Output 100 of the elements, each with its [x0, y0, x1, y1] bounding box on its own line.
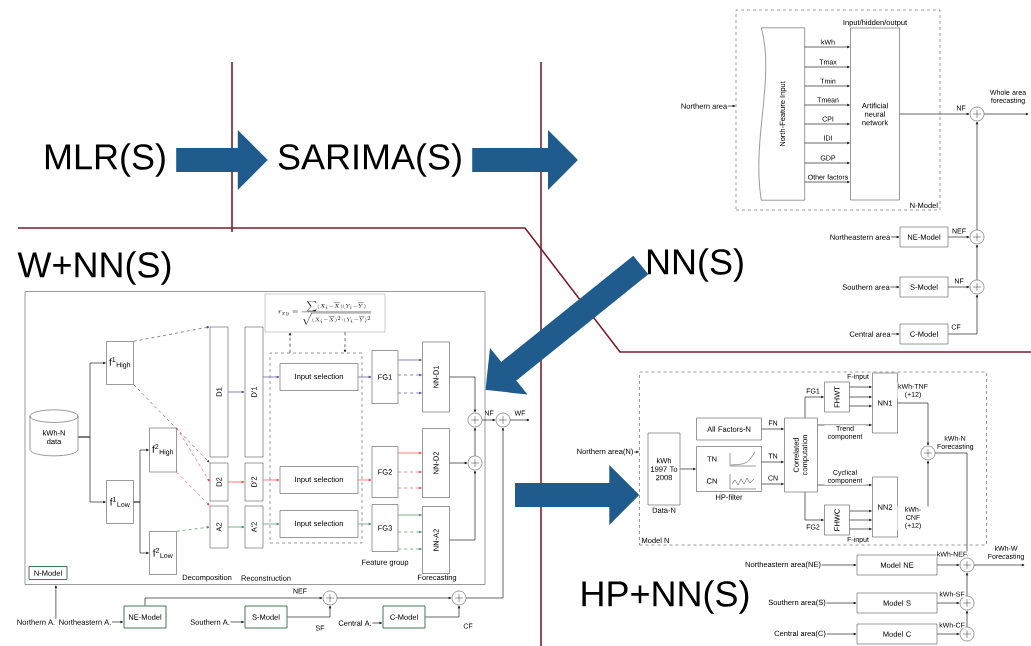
arrow	[449, 470, 477, 541]
formula-box: $r_{xy}=\frac{\sum(X_i-\overline{X})(Y_i-\overline{Y})}{\sqrt{(X_i-\overline{X})^2\cdot(Y_i-\overline{Y})^2}}$	[264, 293, 386, 333]
sum-junction	[322, 590, 338, 606]
arrow	[227, 390, 245, 394]
arrow	[761, 427, 784, 431]
arrow	[397, 470, 422, 474]
arrow	[804, 180, 850, 184]
arrow	[849, 395, 872, 399]
sum-junction	[451, 590, 467, 606]
arrow	[761, 460, 784, 464]
arrow	[891, 332, 900, 336]
arrow	[343, 331, 347, 353]
arrow	[144, 596, 323, 606]
arrow	[817, 423, 872, 427]
arrow	[849, 404, 872, 408]
arrow	[899, 112, 970, 116]
panel-frame	[24, 291, 486, 585]
arrow	[397, 391, 422, 395]
arrow	[449, 461, 468, 465]
arrow	[849, 527, 872, 531]
method-label: NN(S)	[647, 248, 743, 282]
arrow	[973, 563, 1025, 567]
arrow	[804, 395, 824, 419]
sum-junction	[495, 412, 511, 428]
arrow	[804, 65, 850, 69]
arrow	[817, 483, 872, 487]
method-label: SARIMA(S)	[278, 143, 461, 177]
arrow	[965, 610, 969, 628]
arrow	[826, 601, 857, 605]
sum-junction	[467, 455, 483, 471]
arrow	[397, 358, 422, 362]
arrow	[804, 161, 850, 165]
arrow	[473, 427, 477, 457]
method-label: MLR(S)	[45, 143, 165, 177]
arrow	[481, 418, 496, 422]
arrow	[947, 235, 970, 239]
arrow	[509, 418, 530, 422]
arrow	[936, 563, 960, 567]
arrow	[133, 326, 210, 342]
arrow	[761, 482, 784, 486]
arrow	[449, 376, 477, 413]
arrow	[397, 486, 422, 490]
arrow	[372, 621, 382, 625]
arrow	[947, 294, 979, 335]
arrow	[287, 605, 332, 618]
arrow	[936, 632, 960, 636]
arrow	[897, 402, 930, 446]
arrow	[849, 385, 872, 389]
dashed-frame	[269, 352, 363, 544]
arrow	[679, 467, 696, 471]
arrow	[227, 480, 245, 484]
arrow	[849, 509, 872, 513]
arrow	[227, 525, 245, 529]
sum-junction	[969, 279, 985, 295]
arrow	[397, 513, 422, 517]
sum-junction	[959, 626, 975, 642]
arrow	[133, 501, 149, 555]
sum-junction	[467, 412, 483, 428]
arrow	[975, 121, 979, 231]
arrow	[176, 427, 210, 482]
arrow	[357, 375, 372, 379]
arrow	[357, 478, 372, 482]
arrow	[397, 451, 422, 455]
block-arrow	[485, 255, 649, 395]
arrow	[934, 452, 969, 558]
sum-junction	[969, 229, 985, 245]
arrow	[397, 373, 422, 377]
arrow	[230, 620, 244, 624]
arrow	[804, 45, 850, 49]
arrow	[936, 601, 960, 605]
arrow	[965, 572, 969, 597]
arrow	[975, 244, 979, 281]
arrow	[890, 285, 900, 289]
arrow	[262, 375, 280, 379]
arrow	[826, 632, 857, 636]
arrow	[821, 563, 857, 567]
arrow	[804, 491, 824, 522]
arrow	[262, 478, 280, 482]
method-label: HP+NN(S)	[582, 580, 749, 614]
arrow	[397, 547, 422, 551]
arrow	[133, 384, 210, 463]
arrow	[804, 141, 850, 145]
method-label: W+NN(S)	[17, 251, 171, 285]
arrow	[176, 526, 210, 532]
arrow	[397, 530, 422, 534]
sum-junction	[969, 106, 985, 122]
arrow	[262, 522, 280, 526]
arrow	[77, 436, 106, 504]
arrow	[111, 620, 123, 624]
arrow	[288, 332, 292, 354]
arrow	[890, 235, 900, 239]
arrow	[336, 596, 452, 600]
arrow	[54, 585, 57, 619]
arrow	[947, 285, 970, 289]
arrow	[425, 605, 461, 618]
arrow	[983, 112, 1029, 116]
arrow	[465, 427, 505, 599]
arrow	[804, 84, 850, 88]
arrow	[804, 103, 850, 107]
arrow	[849, 518, 872, 522]
